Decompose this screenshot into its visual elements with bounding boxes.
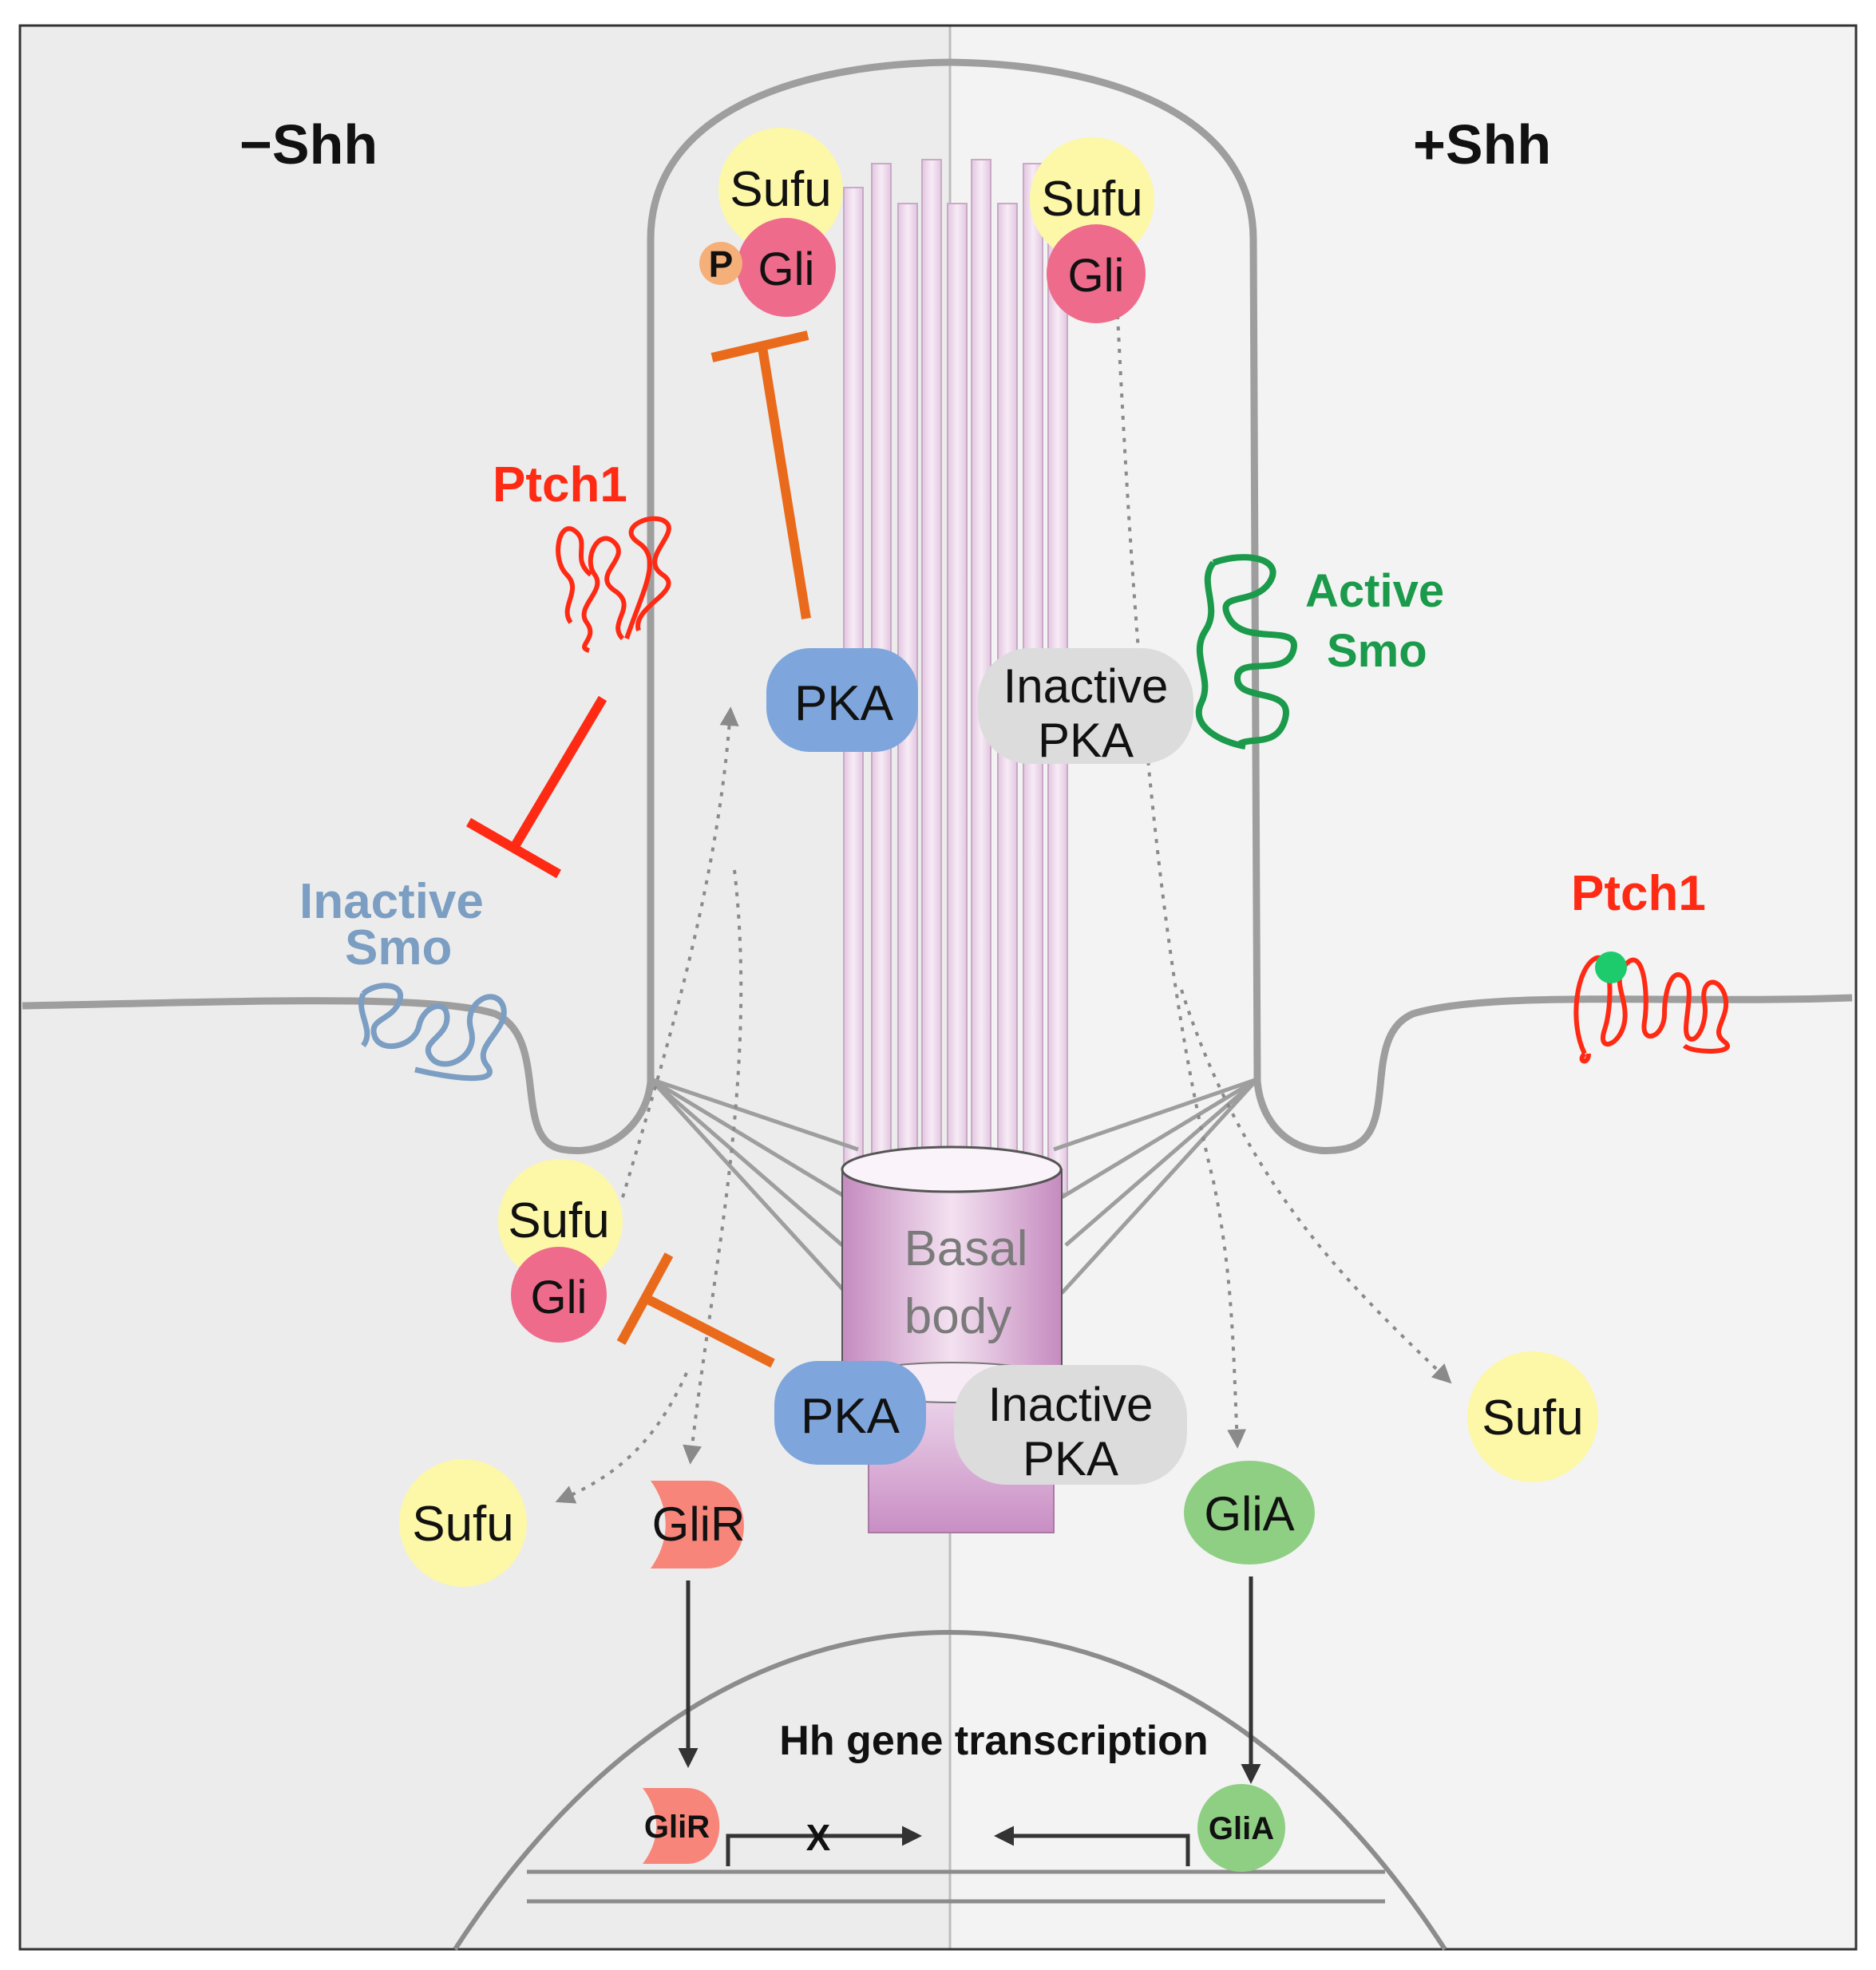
gli-label: Gli — [758, 243, 815, 295]
cytoplasm-complex-left: Sufu Gli — [498, 1159, 623, 1343]
phospho-label: P — [709, 243, 734, 285]
trafficking-arrows — [555, 314, 1452, 1504]
pka-basal-label: PKA — [801, 1389, 900, 1444]
inactive-smo-label-line2: Smo — [345, 920, 452, 975]
sufu-free-right — [1467, 1351, 1598, 1482]
transcription-label: Hh gene transcription — [779, 1718, 1208, 1764]
inactive-pka-cilium-label-line1: Inactive — [1003, 659, 1169, 713]
glia-nucleus — [1197, 1784, 1285, 1872]
basal-body-label-line1: Basal — [904, 1221, 1027, 1276]
pka-inhibits-gli-cytoplasm — [616, 1252, 775, 1368]
gli-blob — [1047, 224, 1146, 323]
tip-complex-right: Sufu Gli — [1030, 137, 1154, 323]
inactive-smo-label-line1: Inactive — [299, 874, 484, 929]
ptch1-inhibits-smo — [466, 695, 608, 879]
figure-border — [18, 24, 1858, 1951]
repression-mark: X — [806, 1817, 831, 1858]
ptch1-right-label: Ptch1 — [1571, 866, 1706, 921]
microtubule — [947, 203, 968, 1194]
nucleus-envelope — [453, 1629, 1447, 1951]
glia-cytoplasm-label: GliA — [1204, 1487, 1294, 1541]
gli-blob — [511, 1247, 607, 1343]
gli-blob — [737, 218, 836, 317]
microtubule — [921, 159, 942, 1194]
inactive-smo-protein — [358, 983, 507, 1082]
arrow-to-sufu-right — [1180, 989, 1452, 1384]
arrow-left-up — [621, 706, 739, 1198]
inactive-pka-cilium-label-line2: PKA — [1038, 714, 1134, 767]
sufu-blob — [718, 128, 843, 252]
arrow-left-down-glir — [683, 869, 743, 1465]
active-smo-label-line1: Active — [1305, 565, 1444, 617]
heading-minus-shh: −Shh — [239, 113, 378, 176]
inactive-pka-basal-label-line1: Inactive — [988, 1378, 1154, 1431]
sufu-free-left — [399, 1459, 527, 1587]
pka-cilium-label: PKA — [794, 676, 894, 731]
ptch1-left-label: Ptch1 — [493, 457, 627, 512]
sufu-blob — [1030, 137, 1154, 262]
glir-cytoplasm-label: GliR — [652, 1497, 746, 1551]
pka-cilium — [766, 648, 918, 752]
heading-plus-shh: +Shh — [1413, 113, 1551, 176]
inactive-pka-cilium — [978, 648, 1193, 764]
inactive-pka-basal — [954, 1365, 1187, 1485]
sufu-label: Sufu — [1041, 172, 1143, 227]
promoter-arrow-right — [994, 1826, 1190, 1866]
sufu-blob — [498, 1159, 623, 1284]
glia-cytoplasm — [1184, 1461, 1315, 1565]
gli-label: Gli — [531, 1272, 588, 1323]
pka-inhibits-gli-in-cilium — [710, 330, 811, 619]
inactive-pka-basal-label-line2: PKA — [1023, 1432, 1118, 1485]
cell-membrane — [22, 58, 1853, 1154]
sufu-free-right-label: Sufu — [1482, 1390, 1584, 1446]
gli-label: Gli — [1068, 250, 1125, 302]
sufu-label: Sufu — [508, 1193, 610, 1248]
glir-nucleus — [643, 1788, 720, 1864]
transition-fibers — [649, 1077, 1259, 1295]
glir-cytoplasm — [651, 1481, 744, 1568]
ptch1-right-protein — [1573, 955, 1730, 1064]
phospho-group — [699, 242, 742, 285]
sufu-label: Sufu — [730, 162, 832, 217]
ptch1-left-protein — [556, 516, 671, 653]
tip-complex-left: Sufu Gli P — [699, 128, 843, 317]
sufu-free-left-label: Sufu — [412, 1497, 514, 1552]
active-smo-protein — [1195, 554, 1297, 750]
pka-basal — [774, 1361, 926, 1465]
shh-ligand — [1595, 951, 1627, 983]
glir-nucleus-label: GliR — [644, 1810, 710, 1845]
glia-nucleus-label: GliA — [1209, 1811, 1274, 1846]
active-smo-label-line2: Smo — [1327, 625, 1427, 677]
basal-body-label-line2: body — [904, 1289, 1011, 1344]
promoter-arrow-left — [726, 1826, 922, 1866]
left-panel-background — [20, 26, 950, 1949]
